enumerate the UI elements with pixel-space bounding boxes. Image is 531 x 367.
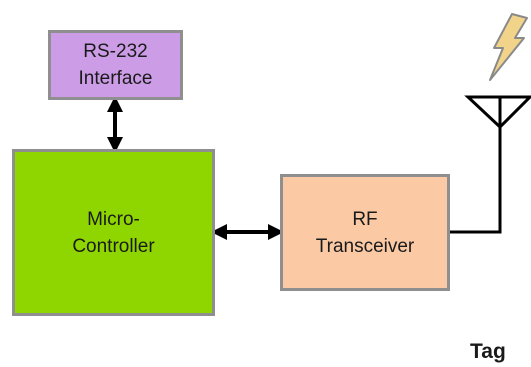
- mcu-label-line1: Micro-: [87, 208, 140, 230]
- rs232-label-line2: Interface: [78, 68, 153, 89]
- rf-label-line1: RF: [352, 208, 378, 230]
- rf-label-line2: Transceiver: [315, 235, 415, 257]
- mcu-label-line2: Controller: [72, 235, 155, 257]
- tag-label: Tag: [470, 340, 506, 363]
- antenna-feed-line: [450, 125, 502, 234]
- microcontroller-block: Micro- Controller: [12, 149, 215, 316]
- lightning-bolt-icon: [489, 13, 528, 81]
- antenna-icon: [464, 95, 531, 130]
- rs232-interface-block: RS-232 Interface: [48, 30, 183, 100]
- rs232-label-line1: RS-232: [83, 41, 148, 62]
- rf-transceiver-block: RF Transceiver: [280, 174, 450, 291]
